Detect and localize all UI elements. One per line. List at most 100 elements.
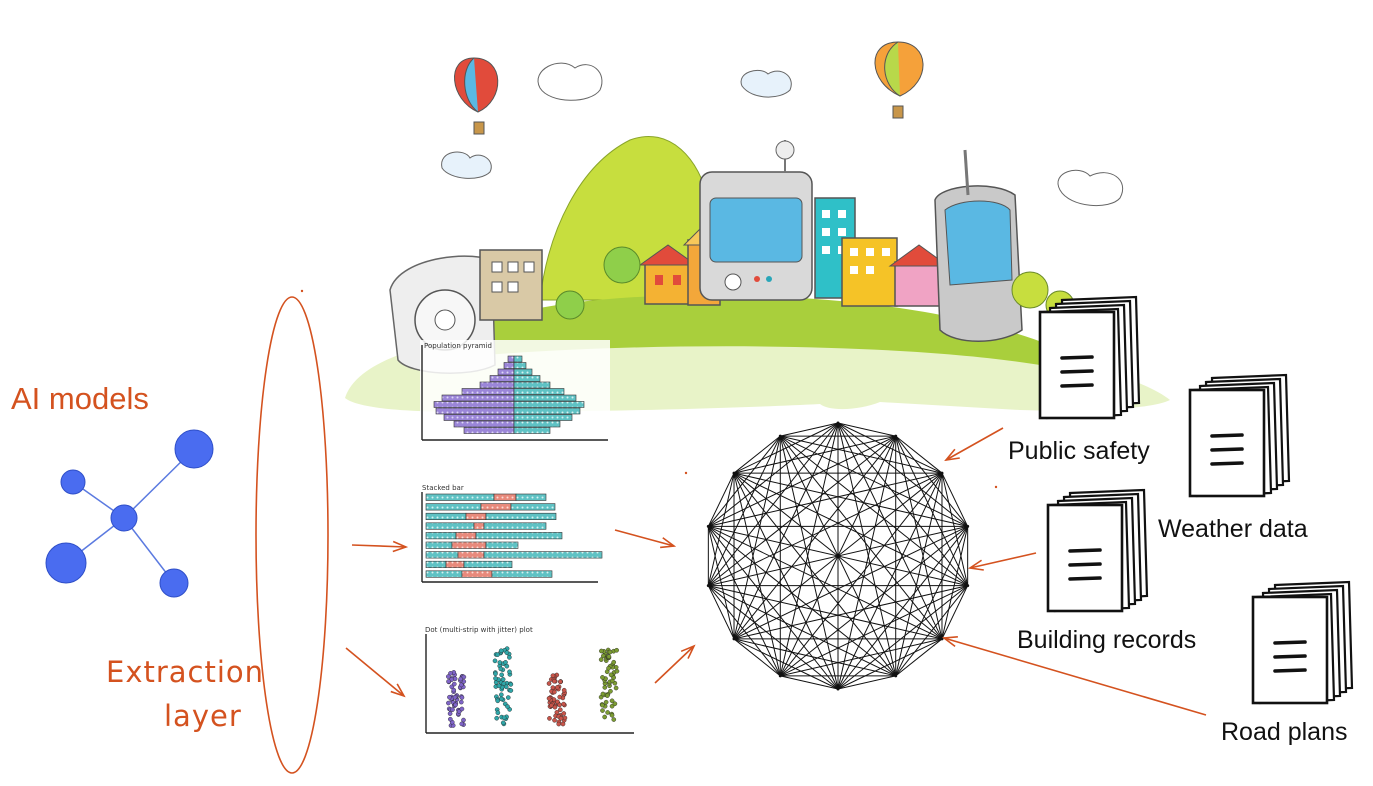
arrow-public-safety <box>946 427 1004 460</box>
strip-dot <box>450 707 455 712</box>
graph-edge <box>837 472 943 690</box>
graph-edge <box>733 422 839 640</box>
graph-edge <box>733 472 839 690</box>
network-node <box>60 469 86 495</box>
strip-dot <box>448 671 453 676</box>
stacked-bar-segment <box>465 512 487 521</box>
strip-dot <box>600 708 605 713</box>
arrow-road-plans <box>944 638 1207 716</box>
strip-dot <box>504 663 510 669</box>
document-stacks <box>1038 295 1354 705</box>
pyramid-bar-right <box>513 407 581 415</box>
pyramid-bar-right <box>513 381 551 389</box>
stacked-bar-segment <box>493 493 517 501</box>
strip-dot <box>458 682 464 688</box>
pyramid-bar-left <box>453 420 515 428</box>
pyramid-bar-right <box>513 388 565 395</box>
strip-dot <box>448 716 453 722</box>
stacked-bar-segment <box>461 570 493 578</box>
strip-dot <box>551 678 557 684</box>
strip-dot <box>459 721 465 727</box>
pyramid-bar-right <box>513 401 585 408</box>
strip-dot <box>505 695 511 700</box>
strip-dot <box>612 701 618 707</box>
strip-dot <box>501 715 507 721</box>
strip-dot <box>456 709 462 714</box>
stacked-bar-segment <box>515 493 547 501</box>
stacked-bar-segment <box>425 522 475 530</box>
strip-dot <box>461 717 466 723</box>
strip-dot <box>492 658 498 664</box>
stacked-bar-segment <box>425 570 463 578</box>
strip-dot <box>552 704 558 710</box>
graph-edge <box>707 435 781 586</box>
pyramid-bar-left <box>461 388 515 395</box>
stacked-bar-segment <box>485 512 557 521</box>
strip-dot <box>562 715 568 721</box>
mini-chart-dot-plot: Dot (multi-strip with jitter) plot <box>425 626 634 734</box>
graph-edge <box>779 436 839 690</box>
pyramid-bar-left <box>497 368 515 376</box>
network-node <box>174 429 214 469</box>
strip-dot <box>498 648 504 654</box>
document-stack-icon <box>1188 373 1291 498</box>
strip-dot <box>458 676 463 682</box>
graph-edge <box>733 435 896 474</box>
strip-dot <box>600 702 605 708</box>
strip-dot <box>499 692 504 698</box>
graph-edge <box>733 435 781 474</box>
pyramid-bar-right <box>513 355 523 363</box>
graph-edge <box>837 585 968 690</box>
strip-dot <box>602 714 607 720</box>
graph-edge <box>707 526 781 677</box>
strip-dot <box>602 685 608 690</box>
stacked-bar-segment <box>457 551 485 559</box>
strip-dot <box>558 679 563 685</box>
strip-dot <box>546 696 552 701</box>
stacked-bar-segment <box>425 503 482 511</box>
pyramid-bar-right <box>513 375 541 382</box>
strip-dot <box>556 721 562 727</box>
strip-dot <box>446 679 451 684</box>
strip-dot <box>606 665 611 671</box>
strip-dot <box>557 702 562 708</box>
strip-dot <box>605 710 610 715</box>
stacked-bar-segment <box>485 541 519 549</box>
source-label-weather-data: Weather data <box>1158 515 1308 543</box>
graph-edge <box>941 472 969 527</box>
graph-edge <box>780 435 968 527</box>
stacked-bar-segment <box>425 560 447 569</box>
graph-node <box>778 674 782 678</box>
strip-dot <box>458 699 464 705</box>
strip-dot <box>561 701 566 707</box>
graph-edge <box>733 472 968 527</box>
stacked-bar-segment <box>455 532 477 540</box>
building-red <box>644 261 691 305</box>
graph-edge <box>779 435 897 677</box>
monitor-icon <box>699 140 813 301</box>
ai-models-label: AI models <box>11 381 149 416</box>
strip-dot <box>505 704 510 709</box>
graph-edge <box>895 435 969 586</box>
graph-edge <box>707 585 735 640</box>
strip-dot <box>495 698 500 704</box>
source-label-building-records: Building records <box>1017 626 1197 654</box>
balloon-icon-right <box>874 41 924 119</box>
strip-dot <box>507 669 512 675</box>
strip-dot <box>495 652 500 657</box>
knowledge-graph <box>706 421 970 691</box>
graph-edge <box>733 585 968 640</box>
stacked-bar-segment <box>451 541 487 549</box>
pyramid-bar-right <box>513 394 577 402</box>
strip-dot <box>561 711 567 716</box>
graph-node <box>894 434 898 438</box>
graph-edge <box>708 585 839 690</box>
source-label-road-plans: Road plans <box>1221 718 1348 746</box>
strip-dot <box>546 681 552 686</box>
strip-dot <box>557 694 563 700</box>
graph-edge <box>707 472 735 586</box>
graph-edge <box>780 422 839 437</box>
graph-node <box>732 471 736 475</box>
graph-edge <box>895 526 969 677</box>
tree-right <box>1011 271 1049 309</box>
